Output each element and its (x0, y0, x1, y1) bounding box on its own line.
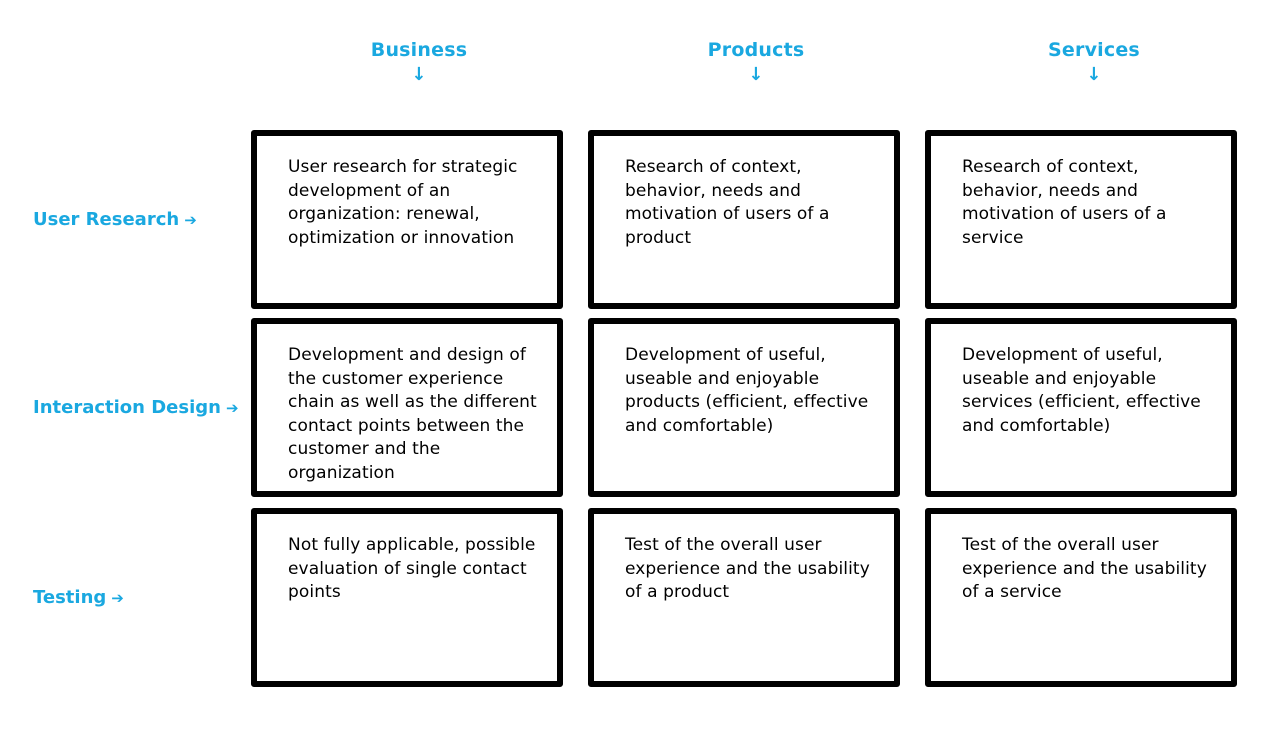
cell-interaction-design-products: Development of useful, useable and enjoy… (588, 318, 900, 497)
cell-text: Research of context, behavior, needs and… (962, 157, 1167, 248)
column-header-products: Products ↓ (656, 38, 856, 84)
row-label-user-research: User Research➔ (33, 209, 197, 231)
column-header-label: Services (1048, 39, 1140, 61)
cell-text: Test of the overall user experience and … (962, 535, 1207, 602)
column-header-label: Business (370, 39, 468, 61)
cell-text: Not fully applicable, possible evaluatio… (288, 535, 536, 602)
row-label-interaction-design: Interaction Design➔ (33, 397, 239, 419)
cell-user-research-business: User research for strategic development … (251, 130, 563, 309)
row-label-text: User Research (33, 209, 180, 230)
cell-testing-business: Not fully applicable, possible evaluatio… (251, 508, 563, 687)
column-header-services: Services ↓ (994, 38, 1194, 84)
arrow-right-icon: ➔ (184, 211, 197, 229)
row-label-text: Interaction Design (33, 397, 221, 418)
cell-interaction-design-services: Development of useful, useable and enjoy… (925, 318, 1237, 497)
column-header-label: Products (707, 39, 805, 61)
cell-text: Test of the overall user experience and … (625, 535, 870, 602)
cell-testing-products: Test of the overall user experience and … (588, 508, 900, 687)
arrow-down-icon: ↓ (411, 64, 427, 85)
column-header-business: Business ↓ (319, 38, 519, 84)
cell-user-research-services: Research of context, behavior, needs and… (925, 130, 1237, 309)
arrow-down-icon: ↓ (1086, 64, 1102, 85)
arrow-down-icon: ↓ (748, 64, 764, 85)
cell-text: Research of context, behavior, needs and… (625, 157, 830, 248)
cell-user-research-products: Research of context, behavior, needs and… (588, 130, 900, 309)
row-label-testing: Testing➔ (33, 587, 124, 609)
arrow-right-icon: ➔ (225, 399, 239, 417)
cell-text: Development of useful, useable and enjoy… (962, 345, 1201, 436)
cell-testing-services: Test of the overall user experience and … (925, 508, 1237, 687)
row-label-text: Testing (33, 587, 107, 608)
cell-text: Development of useful, useable and enjoy… (625, 345, 869, 436)
cell-interaction-design-business: Development and design of the customer e… (251, 318, 563, 497)
arrow-right-icon: ➔ (111, 589, 124, 607)
cell-text: Development and design of the customer e… (288, 345, 537, 483)
cell-text: User research for strategic development … (288, 157, 518, 248)
